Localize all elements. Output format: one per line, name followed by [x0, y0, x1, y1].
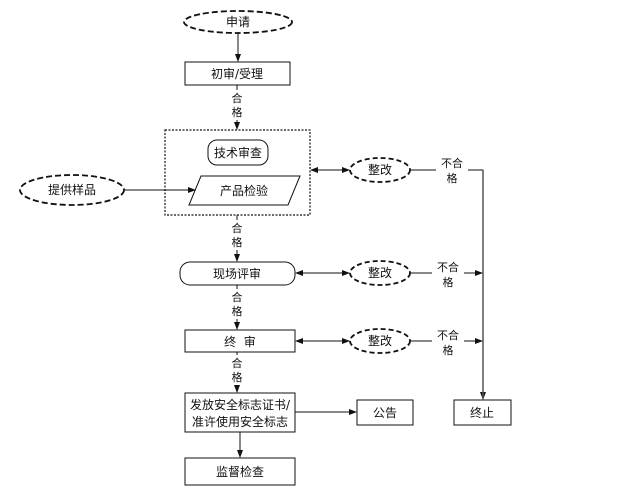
node-site-review-label: 现场评审 — [213, 266, 261, 281]
edge-label-fail: 不合 — [441, 156, 463, 170]
node-tech-review-label: 技术审查 — [214, 145, 262, 160]
edge-label-pass: 合 — [232, 221, 243, 235]
edge-label-pass: 格 — [232, 235, 243, 249]
edge-label-fail: 格 — [447, 171, 458, 185]
edge-label-fail: 格 — [443, 343, 454, 357]
node-rectify-1-label: 整改 — [368, 162, 392, 177]
node-tech-review: 技术审查 — [207, 139, 269, 166]
node-rectify-2-label: 整改 — [368, 265, 392, 280]
node-rectify-3-label: 整改 — [368, 333, 392, 348]
node-provide-sample: 提供样品 — [19, 174, 125, 206]
node-product-test: 产品检验 — [188, 175, 301, 206]
edge-label-fail: 格 — [443, 275, 454, 289]
edge-label-fail: 不合 — [437, 328, 459, 342]
node-issue-certificate: 发放安全标志证书/ 准许使用安全标志 — [184, 392, 296, 433]
node-final-review-label: 终 审 — [224, 334, 256, 349]
edge-label-bg — [436, 156, 468, 186]
node-supervision: 监督检查 — [184, 457, 296, 486]
node-rectify-1: 整改 — [349, 157, 411, 183]
node-announce-label: 公告 — [373, 406, 397, 420]
node-product-test-label: 产品检验 — [220, 183, 268, 198]
edge-label-pass: 格 — [232, 304, 243, 318]
edge-label-bg — [229, 90, 245, 120]
edge-label-pass: 合 — [232, 356, 243, 370]
node-terminate: 终止 — [453, 399, 512, 426]
node-apply-label: 申请 — [226, 15, 250, 29]
node-issue-certificate-line2: 准许使用安全标志 — [192, 414, 288, 429]
edge-label-bg — [229, 289, 245, 319]
edge-label-pass: 格 — [232, 370, 243, 384]
node-initial-review-label: 初审/受理 — [211, 66, 263, 81]
node-issue-certificate-line1: 发放安全标志证书/ — [190, 397, 291, 412]
edge-label-pass: 合 — [232, 91, 243, 105]
edge-label-bg — [229, 355, 245, 385]
edge-label-bg — [432, 260, 464, 290]
edge-label-fail: 不合 — [437, 260, 459, 274]
node-terminate-label: 终止 — [470, 405, 494, 420]
edge-label-bg — [229, 220, 245, 250]
node-rectify-3: 整改 — [349, 328, 411, 354]
edge-label-bg — [432, 328, 464, 358]
node-initial-review: 初审/受理 — [184, 61, 291, 86]
node-site-review: 现场评审 — [179, 261, 296, 286]
node-supervision-label: 监督检查 — [216, 464, 264, 479]
node-final-review: 终 审 — [184, 329, 296, 353]
node-apply: 申请 — [183, 10, 293, 34]
node-rectify-2: 整改 — [349, 260, 411, 286]
edge-label-pass: 合 — [232, 290, 243, 304]
edge-label-pass: 格 — [232, 105, 243, 119]
node-provide-sample-label: 提供样品 — [48, 182, 96, 197]
node-announce: 公告 — [356, 399, 414, 426]
